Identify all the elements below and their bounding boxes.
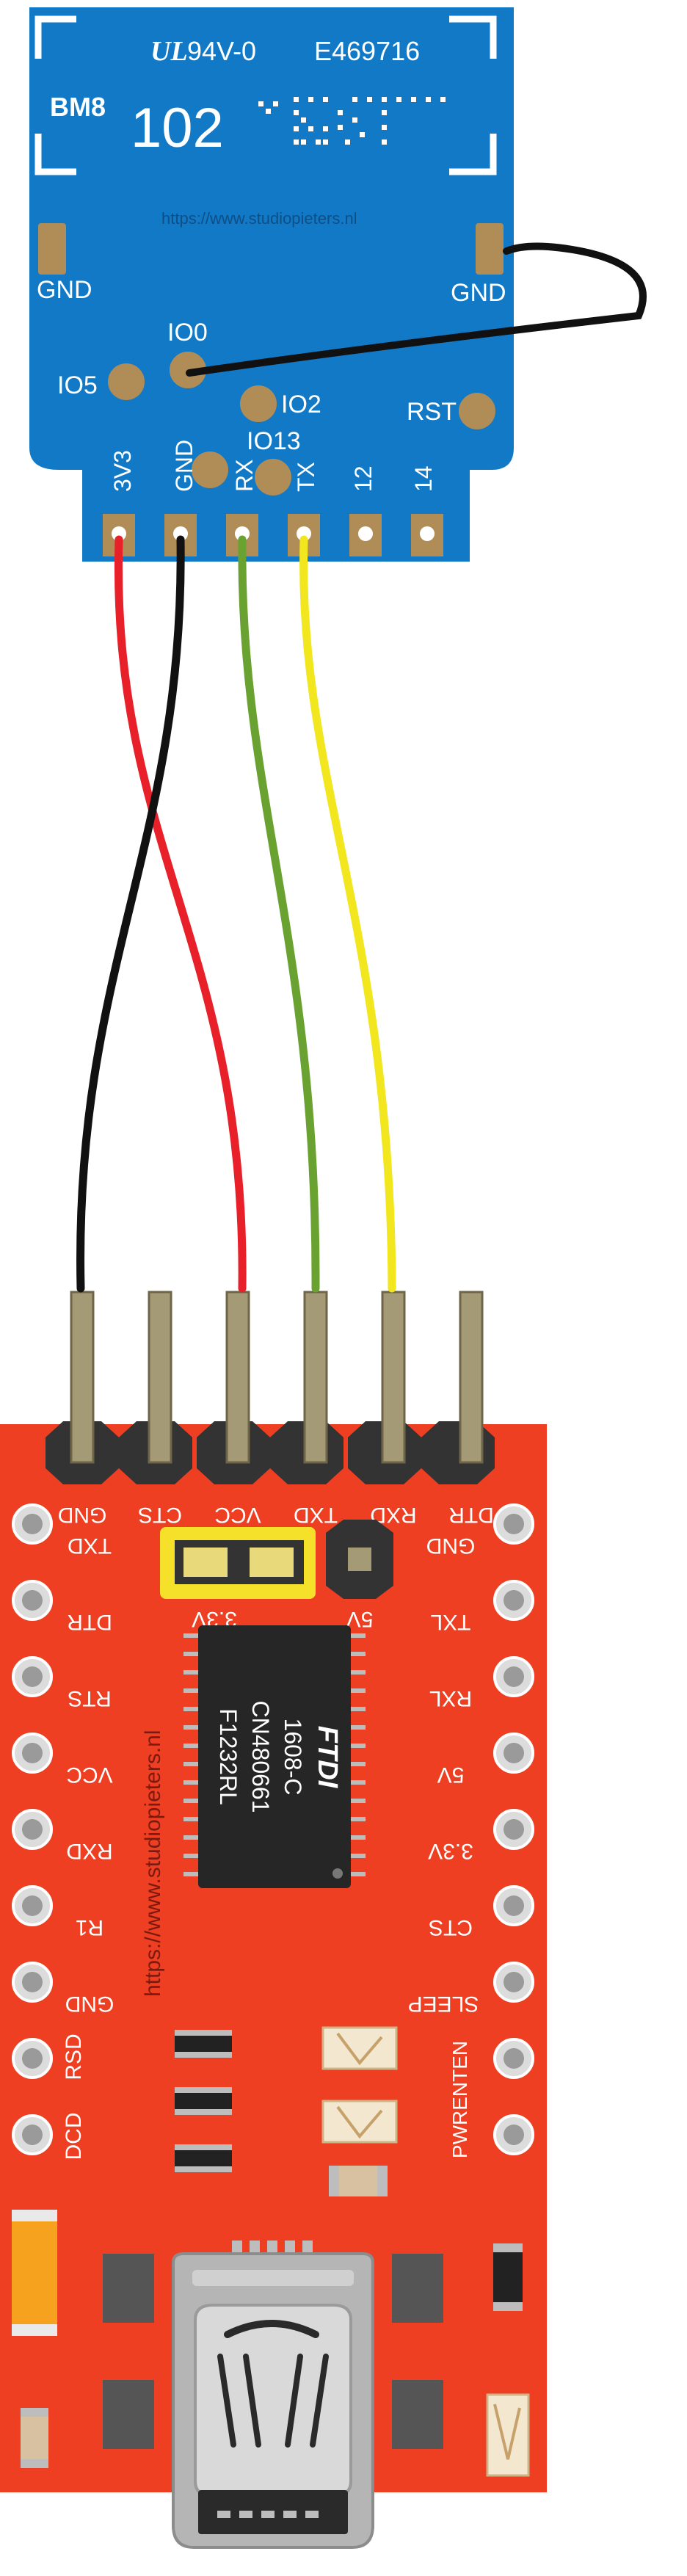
gnd-pad-left (38, 223, 66, 275)
ul-mark-icon: UL (150, 36, 188, 67)
smd-capacitors (12, 2210, 530, 2477)
wire-red-3v3-vcc (114, 535, 247, 1293)
corner-mark (34, 15, 76, 59)
esp-module: UL 94V-0 E469716 BM8 102 https://www.stu… (29, 7, 514, 562)
gnd-pad-small (192, 451, 228, 488)
left-pin-dcd: DCD (62, 2113, 86, 2160)
left-pin-rts: RTS (68, 1686, 111, 1710)
label-gnd-left: GND (37, 276, 92, 304)
ftdi-board: GND CTS VCC TXD RXD DTR 3.3V 5V (0, 1291, 547, 2549)
right-pin-5v: 5V (437, 1763, 465, 1787)
dot-matrix-code-icon (258, 97, 446, 145)
pin-label-12: 12 (350, 465, 377, 492)
chip-line-2: CN480661 (247, 1701, 274, 1813)
pin-label-tx: TX (293, 462, 319, 492)
right-pin-rxl: RXL (429, 1686, 472, 1710)
left-pin-dtr: DTR (67, 1610, 112, 1634)
right-pin-txl: TXL (430, 1610, 470, 1634)
pin-label-3v3: 3V3 (109, 450, 136, 492)
corner-mark (449, 134, 497, 175)
ftdi-top-header (46, 1291, 495, 1484)
label-io13: IO13 (247, 427, 301, 455)
wire-green-rx-txd (238, 535, 320, 1293)
chip-brand: FTDI (312, 1726, 343, 1789)
cert-code: E469716 (314, 36, 420, 66)
right-pin-3v3: 3.3V (428, 1839, 473, 1863)
right-pin-cts: CTS (429, 1915, 473, 1940)
top-pin-cts: CTS (138, 1503, 182, 1527)
left-pin-r1: R1 (76, 1915, 103, 1940)
left-pin-txd: TXD (68, 1534, 112, 1558)
jumper-contact (183, 1548, 228, 1577)
label-rst: RST (407, 398, 457, 426)
corner-mark (34, 134, 76, 175)
right-pin-holes-inner (504, 1514, 524, 2145)
jumper-contact (250, 1548, 294, 1577)
rst-pad (459, 393, 495, 429)
label-io0: IO0 (167, 319, 208, 347)
label-5v-jumper: 5V (346, 1607, 374, 1631)
top-pin-gnd: GND (58, 1503, 107, 1527)
ftdi-chip: FTDI 1608-C CN480661 F1232RL (183, 1625, 366, 1888)
label-io5: IO5 (57, 371, 98, 399)
left-pin-rsd: RSD (62, 2033, 86, 2080)
module-brand: BM8 (50, 92, 106, 122)
label-io2: IO2 (281, 391, 321, 418)
module-board (29, 7, 514, 562)
cert-mark: 94V-0 (187, 36, 256, 66)
wire-yellow-tx-rxd (299, 535, 396, 1293)
signal-wires (76, 535, 396, 1293)
wire-io0-gnd (186, 242, 647, 377)
top-pin-txd: TXD (294, 1503, 338, 1527)
io2-pad (240, 385, 277, 422)
left-pin-holes-inner (22, 1514, 43, 2145)
pin-label-gnd: GND (171, 440, 197, 492)
pin-label-rx: RX (231, 460, 258, 492)
corner-mark (449, 15, 497, 59)
wire-black-gnd-gnd (76, 535, 185, 1293)
smd-leds (321, 2026, 398, 2196)
module-pin-header (103, 514, 443, 556)
gnd-pad-right (476, 223, 504, 275)
module-watermark: https://www.studiopieters.nl (161, 209, 357, 228)
right-pin-gnd: GND (426, 1534, 476, 1558)
svg-text:UL: UL (150, 36, 188, 67)
ftdi-watermark: https://www.studiopieters.nl (141, 1730, 165, 1997)
top-pin-vcc: VCC (214, 1503, 261, 1527)
chip-line-3: F1232RL (215, 1708, 241, 1805)
pin-label-14: 14 (410, 465, 437, 492)
module-model: 102 (131, 97, 224, 159)
right-pin-sleep: SLEEP (408, 1992, 479, 2016)
jumper-5v-post (348, 1548, 371, 1571)
mini-usb-connector[interactable] (103, 2241, 443, 2549)
io13-pad (255, 459, 291, 496)
label-gnd-right: GND (451, 279, 506, 307)
smd-resistors (175, 2030, 232, 2172)
right-pin-pwrenten: PWRENTEN (448, 2041, 471, 2158)
left-pin-vcc: VCC (66, 1763, 112, 1787)
left-pin-rxd: RXD (66, 1839, 112, 1863)
top-pin-dtr: DTR (448, 1503, 494, 1527)
chip-line-1: 1608-C (280, 1719, 306, 1796)
left-pin-gnd: GND (65, 1992, 114, 2016)
io5-pad (108, 363, 145, 400)
